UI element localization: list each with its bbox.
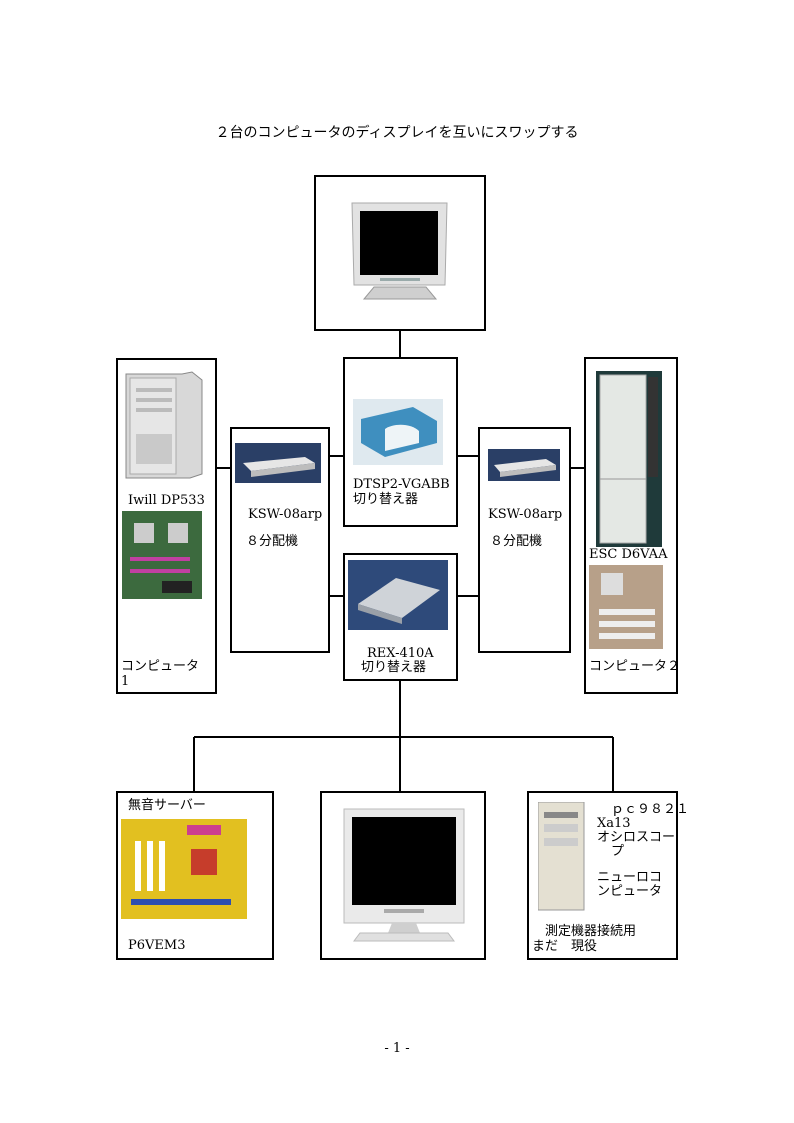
computer2-model: ESC D6VAA	[589, 547, 668, 562]
motherboard-icon	[122, 511, 202, 599]
ksw-left-model: KSW-08arp	[248, 507, 323, 522]
pc9821-line3: オシロスコー	[597, 830, 676, 845]
computer1-box: Iwill DP533 コンピュータ 1	[116, 358, 217, 694]
pc9821-line4: プ	[611, 844, 625, 859]
splitter-device-icon-2	[488, 449, 560, 481]
computer1-label1: コンピュータ	[121, 659, 200, 674]
lcd-monitor-icon	[343, 808, 465, 942]
silent-server-board: P6VEM3	[128, 938, 186, 953]
splitter-device-icon	[235, 443, 321, 483]
dtsp2-box: DTSP2-VGABB 切り替え器	[343, 357, 458, 527]
page-title: ２台のコンピュータのディスプレイを互いにスワップする	[215, 125, 579, 141]
computer1-model: Iwill DP533	[128, 493, 205, 508]
ksw-right-box: KSW-08arp ８分配機	[478, 427, 571, 653]
pc9821-line6: ンピュータ	[597, 884, 663, 899]
rex410a-box: REX-410A 切り替え器	[343, 553, 458, 681]
computer1-label2: 1	[121, 674, 130, 689]
pc9821-line2: Xa13	[597, 816, 631, 831]
pc9821-line1: ｐｃ９８２１	[611, 802, 690, 817]
dtsp2-desc: 切り替え器	[353, 492, 419, 507]
pc9821-note2: まだ 現役	[532, 939, 598, 954]
tower-pc-icon	[125, 371, 203, 479]
ksw-right-model: KSW-08arp	[488, 507, 563, 522]
silent-server-box: 無音サーバー P6VEM3	[116, 791, 274, 960]
top-monitor-box	[314, 175, 486, 331]
ksw-left-box: KSW-08arp ８分配機	[230, 427, 330, 653]
tower-pc-icon-2	[538, 802, 585, 911]
page-number: - 1 -	[384, 1041, 410, 1056]
switch-device-icon	[353, 399, 443, 465]
pc9821-note1: 測定機器接続用	[545, 924, 637, 939]
computer2-box: ESC D6VAA コンピュータ２	[584, 357, 681, 694]
dtsp2-model: DTSP2-VGABB	[353, 477, 450, 492]
pc9821-box: ｐｃ９８２１ Xa13 オシロスコー プ ニューロコ ンピュータ 測定機器接続用…	[527, 791, 689, 960]
ksw-left-desc: ８分配機	[246, 534, 299, 549]
motherboard-icon-2	[589, 565, 663, 649]
ksw-right-desc: ８分配機	[490, 534, 543, 549]
crt-monitor-icon	[351, 202, 448, 300]
bottom-monitor-box	[320, 791, 486, 960]
rex410a-desc: 切り替え器	[361, 660, 427, 675]
rex410a-model: REX-410A	[367, 646, 434, 661]
switch-device-icon-2	[348, 560, 448, 630]
computer2-label: コンピュータ２	[589, 659, 681, 674]
tall-tower-pc-icon	[596, 371, 662, 547]
silent-server-label: 無音サーバー	[128, 798, 206, 813]
pc9821-line5: ニューロコ	[597, 870, 663, 885]
motherboard-icon-3	[121, 819, 247, 919]
